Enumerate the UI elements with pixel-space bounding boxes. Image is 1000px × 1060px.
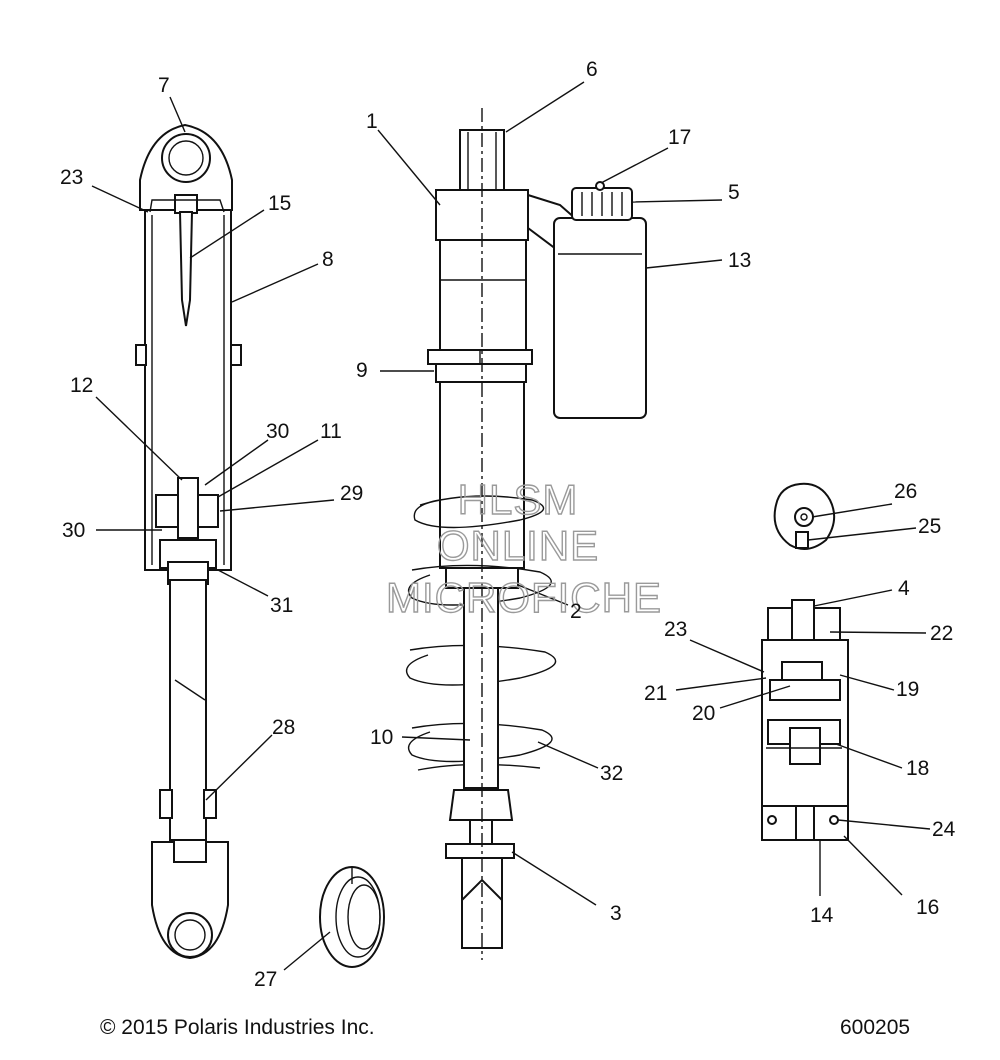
callout-31: 31 [270,594,293,617]
callout-27: 27 [254,968,277,991]
callout-28: 28 [272,716,295,739]
watermark-line-1: HLSM [458,476,579,523]
watermark-line-2: ONLINE [437,522,599,569]
callout-14: 14 [810,904,834,927]
callout-19: 19 [896,678,919,701]
callout-29: 29 [340,482,363,505]
cutaway-shock-assembly [135,123,242,960]
leader-lines [91,81,931,971]
watermark-line-3: MICROFICHE [386,574,662,621]
callout-23-right: 23 [664,618,687,641]
spring-clip [319,866,385,968]
callout-2: 2 [570,600,582,623]
callout-6: 6 [586,58,598,81]
callout-4: 4 [898,577,910,600]
callout-24: 24 [932,818,956,841]
callout-10: 10 [370,726,393,749]
callout-21: 21 [644,682,667,705]
callout-30-top: 30 [266,420,289,443]
callout-13: 13 [728,249,751,272]
callout-22: 22 [930,622,953,645]
diagram-id: 600205 [840,1016,910,1039]
copyright-text: © 2015 Polaris Industries Inc. [100,1016,375,1039]
callout-17: 17 [668,126,691,149]
callout-11: 11 [320,420,342,443]
callout-3: 3 [610,902,622,925]
callout-7: 7 [158,74,170,97]
callout-9: 9 [356,359,368,382]
callout-5: 5 [728,181,740,204]
callout-8: 8 [322,248,334,271]
callout-32: 32 [600,762,623,785]
callout-1: 1 [366,110,378,133]
callout-26: 26 [894,480,917,503]
callout-labels: 7 23 15 8 12 30 11 29 30 31 28 27 1 6 17… [60,58,956,991]
callout-16: 16 [916,896,939,919]
callout-30-bottom: 30 [62,519,85,542]
shock-spring-assembly [405,108,647,960]
callout-18: 18 [906,757,929,780]
callout-15: 15 [268,192,291,215]
callout-25: 25 [918,515,941,538]
callout-23-left: 23 [60,166,83,189]
watermark: HLSM ONLINE MICROFICHE [385,475,662,621]
callout-20: 20 [692,702,715,725]
reservoir-cutaway [761,599,849,841]
callout-12: 12 [70,374,93,397]
adjuster-knob [773,482,836,550]
